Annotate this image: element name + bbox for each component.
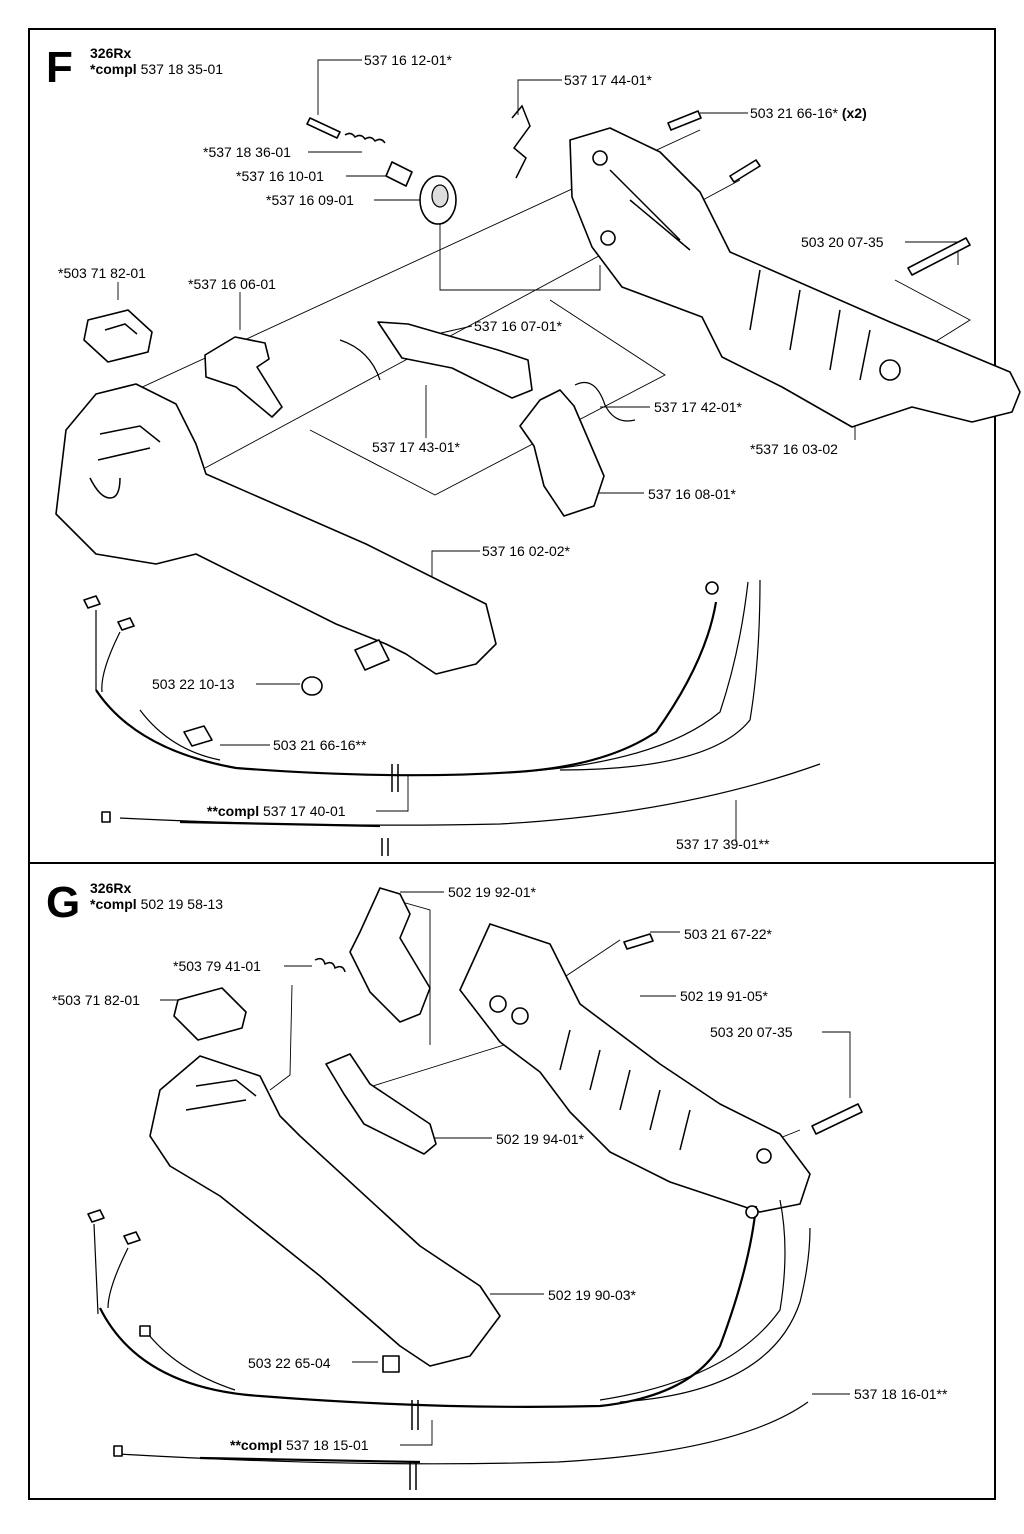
section-g-leaders bbox=[160, 891, 851, 1446]
part-label: 502 19 94-01* bbox=[496, 1131, 584, 1147]
part-label: 502 19 90-03* bbox=[548, 1287, 636, 1303]
part-label: 537 18 16-01** bbox=[854, 1386, 948, 1402]
clip-part bbox=[511, 104, 531, 179]
part-label: 537 17 39-01** bbox=[676, 836, 770, 852]
part-label: 502 19 91-05* bbox=[680, 988, 768, 1004]
part-label: 503 21 67-22* bbox=[684, 926, 772, 942]
part-label: 537 16 07-01* bbox=[474, 318, 562, 334]
compl-number: 537 18 35-01 bbox=[140, 61, 224, 77]
compl-prefix: **compl bbox=[230, 1437, 283, 1453]
part-label: 537 17 42-01* bbox=[654, 399, 742, 415]
section-f-letter: F bbox=[46, 43, 73, 92]
throttle-lockout-f bbox=[204, 336, 283, 418]
part-qty: (x2) bbox=[841, 105, 867, 121]
adjust-screw-assembly bbox=[306, 117, 457, 225]
section-f-compl: *compl 537 18 35-01 bbox=[90, 61, 223, 77]
section-f-model: 326Rx bbox=[90, 45, 132, 61]
part-label: *503 79 41-01 bbox=[173, 958, 261, 974]
stop-switch-g bbox=[173, 987, 247, 1041]
part-label-compl: **compl 537 17 40-01 bbox=[207, 803, 346, 819]
section-g-model: 326Rx bbox=[90, 880, 132, 896]
part-label: *537 16 10-01 bbox=[236, 168, 324, 184]
compl-prefix: **compl bbox=[207, 803, 260, 819]
part-label: 537 16 08-01* bbox=[648, 486, 736, 502]
handle-housing-f bbox=[55, 383, 497, 675]
screw-g-2 bbox=[811, 1103, 863, 1135]
part-label-compl: **compl 537 18 15-01 bbox=[230, 1437, 369, 1453]
part-label: *537 18 36-01 bbox=[203, 144, 291, 160]
cable-harness-g bbox=[87, 1199, 811, 1490]
spring-g bbox=[314, 957, 346, 973]
section-g-compl: *compl 502 19 58-13 bbox=[90, 896, 223, 912]
part-number: 503 21 66-16* bbox=[750, 105, 838, 121]
part-label: *537 16 03-02 bbox=[750, 441, 838, 457]
part-label: *537 16 09-01 bbox=[266, 192, 354, 208]
section-divider bbox=[28, 862, 996, 864]
part-label: 503 22 10-13 bbox=[152, 676, 235, 692]
throttle-trigger-g bbox=[349, 887, 431, 1023]
screws-f bbox=[667, 110, 971, 276]
part-label: 503 21 66-16** bbox=[273, 737, 367, 753]
diagram-frame bbox=[28, 28, 996, 1500]
handle-housing-g bbox=[149, 1055, 501, 1367]
compl-prefix: *compl bbox=[90, 61, 137, 77]
lever-g bbox=[325, 1053, 437, 1155]
compl-number: 502 19 58-13 bbox=[140, 896, 224, 912]
part-label: *503 71 82-01 bbox=[58, 265, 146, 281]
screw-g-1 bbox=[623, 933, 654, 950]
part-label: 503 22 65-04 bbox=[248, 1355, 331, 1371]
part-label-qty: 503 21 66-16* (x2) bbox=[750, 105, 867, 121]
section-g-letter: G bbox=[46, 878, 81, 927]
stop-switch-f bbox=[83, 309, 153, 363]
throttle-trigger-f bbox=[519, 389, 605, 517]
part-label: 502 19 92-01* bbox=[448, 884, 536, 900]
part-number: 537 17 40-01 bbox=[263, 803, 346, 819]
part-label: 503 20 07-35 bbox=[710, 1024, 793, 1040]
handle-half-g bbox=[459, 923, 811, 1213]
part-label: *503 71 82-01 bbox=[52, 992, 140, 1008]
part-label: 537 17 44-01* bbox=[564, 72, 652, 88]
part-label: *537 16 06-01 bbox=[188, 276, 276, 292]
part-label: 537 16 02-02* bbox=[482, 543, 570, 559]
cable-harness-f bbox=[83, 579, 821, 856]
nut-g bbox=[382, 1355, 400, 1373]
part-label: 537 16 12-01* bbox=[364, 52, 452, 68]
handle-half-f bbox=[569, 127, 1021, 428]
part-number: 537 18 15-01 bbox=[286, 1437, 369, 1453]
part-label: 537 17 43-01* bbox=[372, 439, 460, 455]
lever-f bbox=[377, 321, 533, 399]
compl-prefix: *compl bbox=[90, 896, 137, 912]
nut-f bbox=[301, 676, 323, 696]
part-label: 503 20 07-35 bbox=[801, 234, 884, 250]
